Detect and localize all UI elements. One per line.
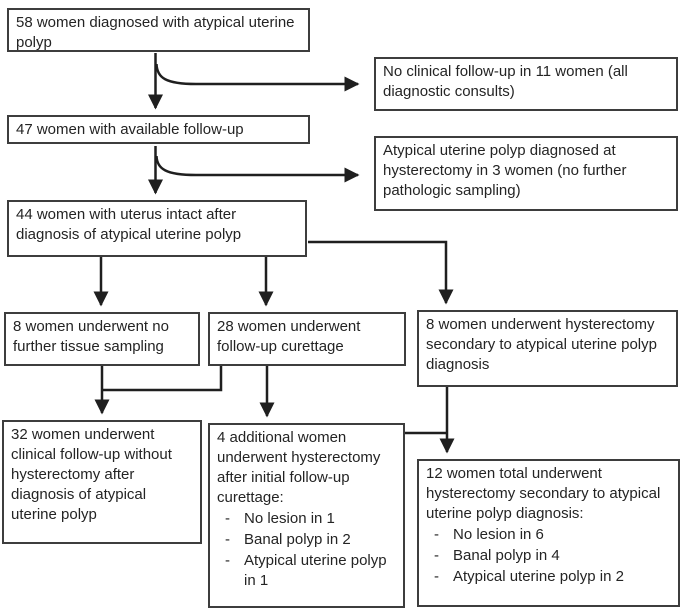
bullet-dash: -: [434, 526, 439, 543]
box-58-diagnosed: 58 women diagnosed with atypical uterine…: [7, 8, 310, 52]
list-item-text: Atypical uterine polyp in 2: [453, 568, 624, 585]
list-item-text: Banal polyp in 4: [453, 547, 560, 564]
box-12-total-hysterectomy: 12 women total underwent hysterectomy se…: [417, 459, 680, 607]
box-8-hysterectomy-text: 8 women underwent hysterectomy secondary…: [426, 316, 657, 373]
box-diagnosed-at-hysterectomy-text: Atypical uterine polyp diagnosed at hyst…: [383, 142, 627, 199]
box-47-followup: 47 women with available follow-up: [7, 115, 310, 144]
bullet-dash: -: [225, 531, 230, 548]
box-diagnosed-at-hysterectomy: Atypical uterine polyp diagnosed at hyst…: [374, 136, 678, 211]
box-47-followup-text: 47 women with available follow-up: [16, 121, 244, 138]
bullet-dash: -: [225, 552, 230, 569]
box-8-hysterectomy: 8 women underwent hysterectomy secondary…: [417, 310, 678, 387]
box-8-no-sampling-text: 8 women underwent no further tissue samp…: [13, 318, 169, 355]
box-32-clinical-followup-text: 32 women underwent clinical follow-up wi…: [11, 426, 172, 523]
box-12-total-text: 12 women total underwent hysterectomy se…: [426, 465, 661, 522]
box-44-uterus-intact-text: 44 women with uterus intact after diagno…: [16, 206, 242, 243]
box-58-diagnosed-text: 58 women diagnosed with atypical uterine…: [16, 14, 295, 51]
list-item: - Banal polyp in 4: [426, 546, 671, 566]
bullet-dash: -: [434, 568, 439, 585]
list-item: - Atypical uterine polyp in 2: [426, 567, 671, 587]
list-item: - Atypical uterine polyp in 1: [217, 551, 396, 591]
bullet-dash: -: [225, 510, 230, 527]
box-4-additional-text: 4 additional women underwent hysterectom…: [217, 429, 381, 506]
arrow-branch-to-hysterectomy-diagnosis: [155, 155, 360, 183]
box-32-clinical-followup: 32 women underwent clinical follow-up wi…: [2, 420, 202, 544]
box-44-uterus-intact: 44 women with uterus intact after diagno…: [7, 200, 307, 257]
box-28-curettage: 28 women underwent follow-up curettage: [208, 312, 406, 366]
arrow-elbow-44-to-hysterectomy-8: [308, 240, 454, 305]
list-item-text: Banal polyp in 2: [244, 531, 351, 548]
list-item-text: No lesion in 6: [453, 526, 544, 543]
box-no-clinical-followup-text: No clinical follow-up in 11 women (all d…: [383, 63, 628, 100]
list-item-text: No lesion in 1: [244, 510, 335, 527]
arrow-branch-to-no-followup: [155, 63, 360, 92]
list-item: - No lesion in 6: [426, 525, 671, 545]
list-item: - Banal polyp in 2: [217, 530, 396, 550]
bullet-dash: -: [434, 547, 439, 564]
box-28-curettage-text: 28 women underwent follow-up curettage: [217, 318, 361, 355]
list-item: - No lesion in 1: [217, 509, 396, 529]
list-item-text: Atypical uterine polyp in 1: [244, 552, 387, 589]
box-4-additional-hysterectomy: 4 additional women underwent hysterectom…: [208, 423, 405, 608]
box-no-clinical-followup: No clinical follow-up in 11 women (all d…: [374, 57, 678, 111]
connector-curettage-join-32: [102, 365, 223, 392]
box-8-no-sampling: 8 women underwent no further tissue samp…: [4, 312, 200, 366]
